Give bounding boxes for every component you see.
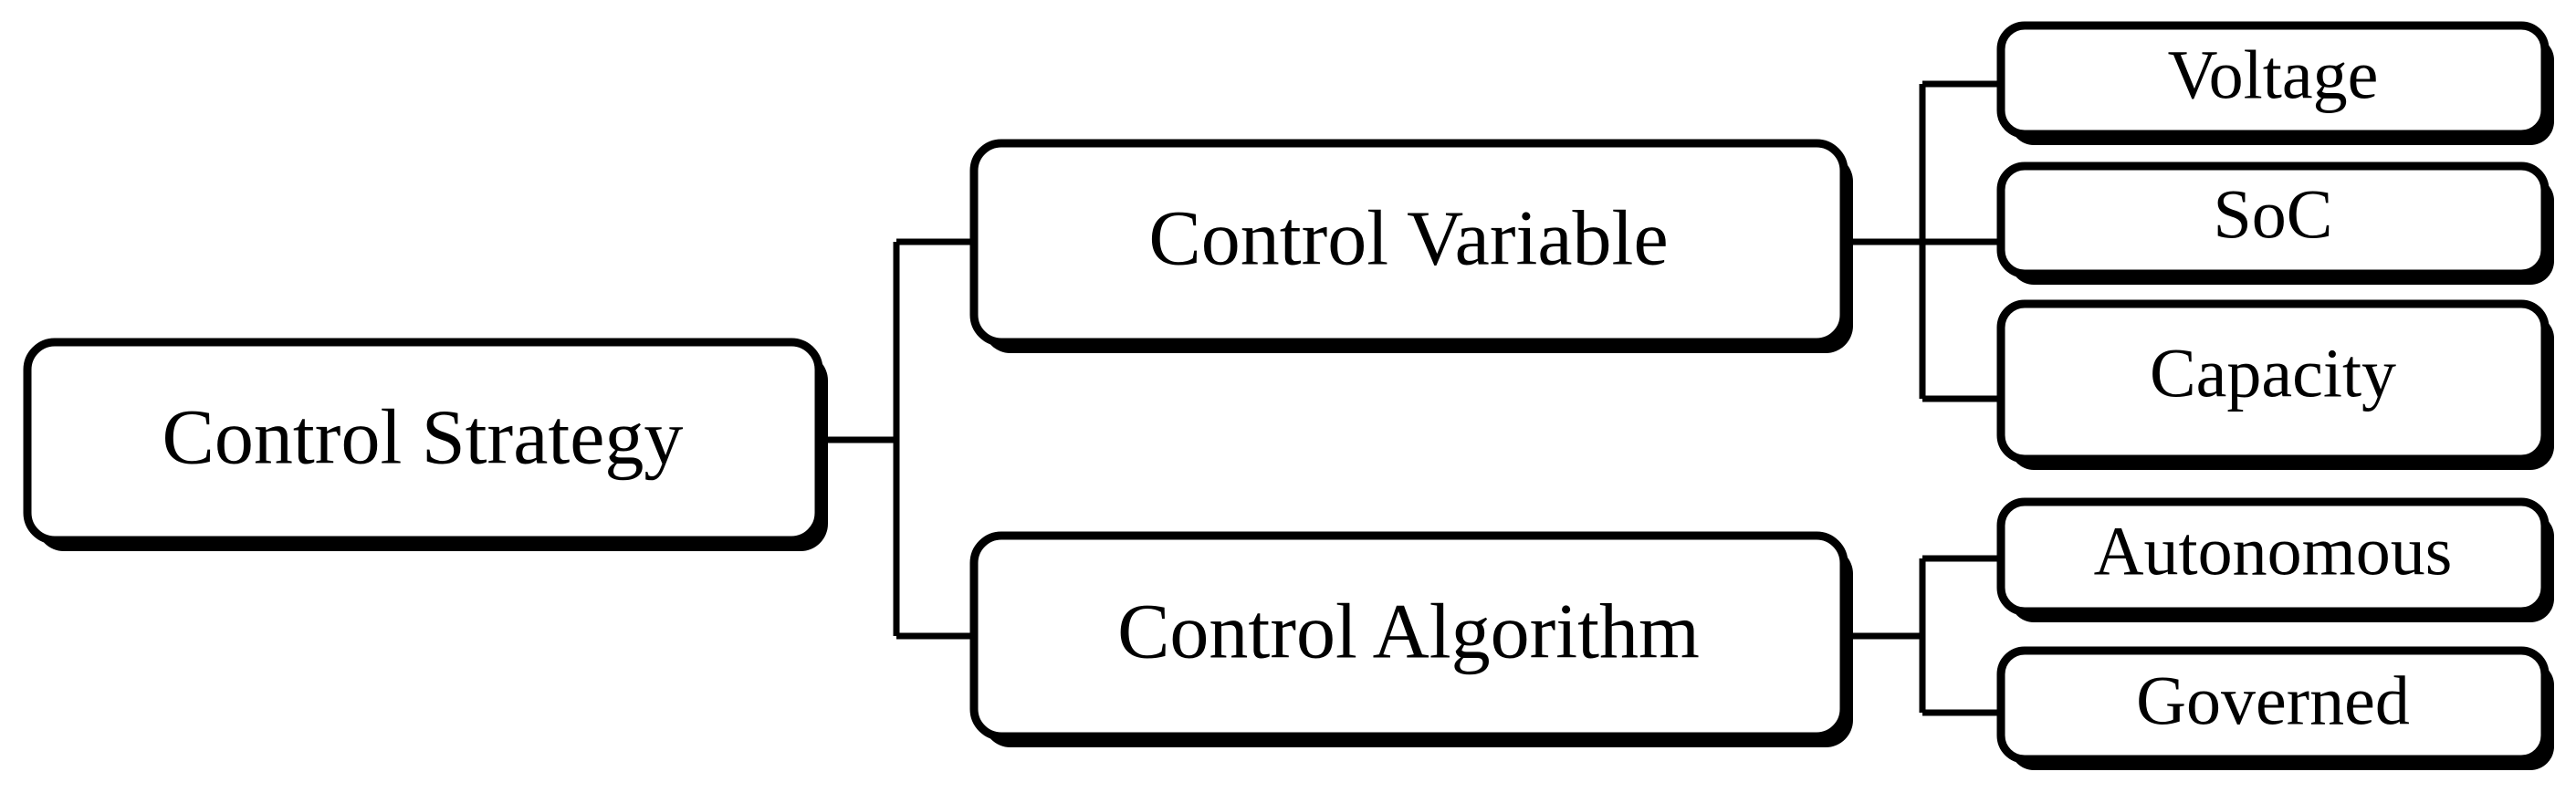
node-voltage-label: Voltage	[2168, 36, 2379, 113]
edge-group-control-variable	[1844, 80, 2001, 402]
node-capacity[interactable]: Capacity	[1996, 299, 2554, 470]
edge-group-control-algorithm	[1844, 555, 2001, 716]
node-capacity-box	[1996, 299, 2550, 464]
node-governed[interactable]: Governed	[1996, 646, 2554, 770]
node-capacity-label: Capacity	[2150, 335, 2396, 412]
node-soc-box	[1996, 162, 2550, 278]
node-control-strategy-label: Control Strategy	[162, 393, 684, 481]
node-control-strategy-box	[23, 338, 823, 545]
node-autonomous-label: Autonomous	[2094, 513, 2453, 589]
node-control-strategy[interactable]: Control Strategy	[23, 338, 828, 551]
edge-group-root	[819, 238, 974, 640]
node-soc[interactable]: SoC	[1996, 162, 2554, 285]
node-soc-label: SoC	[2214, 176, 2333, 253]
node-governed-box	[1996, 646, 2550, 764]
node-control-variable[interactable]: Control Variable	[969, 139, 1853, 353]
node-control-algorithm[interactable]: Control Algorithm	[969, 531, 1853, 747]
node-control-algorithm-box	[969, 531, 1848, 741]
node-autonomous-box	[1996, 497, 2550, 616]
node-governed-label: Governed	[2136, 662, 2410, 739]
node-voltage-box	[1996, 21, 2550, 139]
node-control-variable-label: Control Variable	[1148, 194, 1668, 282]
node-control-algorithm-label: Control Algorithm	[1117, 588, 1700, 675]
node-control-variable-box	[969, 139, 1848, 347]
node-autonomous[interactable]: Autonomous	[1996, 497, 2554, 622]
node-voltage[interactable]: Voltage	[1996, 21, 2554, 145]
